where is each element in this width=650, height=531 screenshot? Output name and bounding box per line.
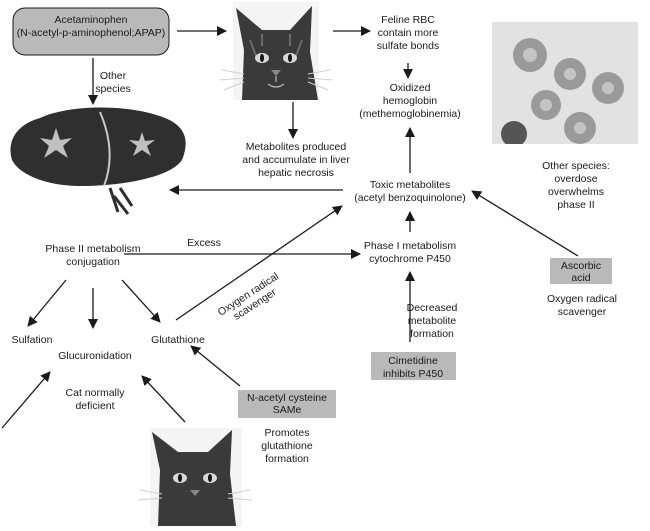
label-line: contain more	[378, 27, 439, 39]
label-line: metabolite	[408, 315, 457, 327]
label-line: overwhelms	[548, 186, 604, 198]
label-line: hemoglobin	[383, 95, 437, 107]
label-line: formation	[410, 328, 454, 340]
label-line: Promotes	[265, 427, 310, 439]
label-line: (acetyl benzoquinolone)	[354, 192, 466, 204]
label-line: N-acetyl cysteine	[247, 392, 327, 404]
label-line: cytochrome P450	[369, 253, 451, 265]
label-line: scavenger	[558, 306, 607, 318]
label-line: formation	[265, 453, 309, 465]
nac-same-box	[238, 390, 336, 418]
label-line: Sulfation	[12, 334, 53, 346]
label-line: Toxic metabolites	[370, 179, 451, 191]
label-line: Excess	[187, 237, 221, 249]
label-line: inhibits P450	[383, 368, 443, 380]
arrow-cat-deficient-left	[1, 371, 51, 429]
label-line: Cat normally	[66, 387, 126, 399]
ascorbic-acid-box	[550, 258, 612, 284]
label-line: Glutathione	[151, 334, 205, 346]
label-excess: Excess	[187, 237, 221, 249]
label-line: Oxidized	[390, 82, 431, 94]
label-line: acid	[571, 272, 590, 284]
label-line: Phase I metabolism	[364, 240, 456, 252]
label-line: Cimetidine	[388, 355, 438, 367]
label-line: Other species:	[542, 160, 610, 172]
arrow-phase2-to-sulfation	[27, 279, 67, 327]
apap-box	[12, 7, 170, 56]
arrow-ascorbic-to-toxic	[471, 190, 579, 257]
label-line: Glucuronidation	[58, 350, 132, 362]
label-toxic-metabolites: Toxic metabolites(acetyl benzoquinolone)	[354, 179, 466, 204]
label-oxygen-scavenger-diag: Oxygen radicalscavenger	[216, 270, 288, 328]
red-blood-cell-micrograph	[492, 22, 638, 144]
cimetidine-box	[371, 352, 456, 380]
label-apap: Acetaminophen(N-acetyl-p-aminophenol;APA…	[17, 14, 166, 39]
arrows	[1, 26, 579, 429]
label-line: Feline RBC	[381, 14, 435, 26]
label-line: Metabolites produced	[246, 141, 347, 153]
label-glutathione: Glutathione	[151, 334, 205, 346]
label-line: conjugation	[66, 256, 120, 268]
label-line: Oxygen radical	[547, 293, 617, 305]
label-line: Acetaminophen	[55, 14, 128, 26]
label-line: Decreased	[407, 302, 458, 314]
label-glucuronidation: Glucuronidation	[58, 350, 132, 362]
arrow-nac-to-glutathione	[190, 345, 241, 387]
label-line: glutathione	[261, 440, 313, 452]
label-line: hepatic necrosis	[258, 167, 334, 179]
label-line: (N-acetyl-p-aminophenol;APAP)	[17, 27, 166, 39]
label-line: deficient	[75, 400, 114, 412]
label-line: Ascorbic	[561, 260, 601, 272]
label-sulfation: Sulfation	[12, 334, 53, 346]
label-line: species	[95, 83, 131, 95]
label-line: Other	[100, 70, 127, 82]
label-line: SAMe	[273, 404, 302, 416]
cat-photo-bottom	[137, 428, 253, 526]
liver-illustration	[10, 107, 186, 215]
label-line: sulfate bonds	[377, 40, 439, 52]
label-line: Phase II metabolism	[45, 243, 140, 255]
cat-photo-top	[219, 2, 333, 100]
label-line: (methemoglobinemia)	[359, 108, 461, 120]
label-line: and accumulate in liver	[242, 154, 350, 166]
arrow-cat-deficient-right	[141, 375, 186, 423]
label-line: overdose	[554, 173, 597, 185]
arrow-phase2-to-glutathione	[121, 279, 161, 323]
label-line: phase II	[557, 199, 594, 211]
arrow-glutathione-to-toxic	[175, 205, 343, 321]
